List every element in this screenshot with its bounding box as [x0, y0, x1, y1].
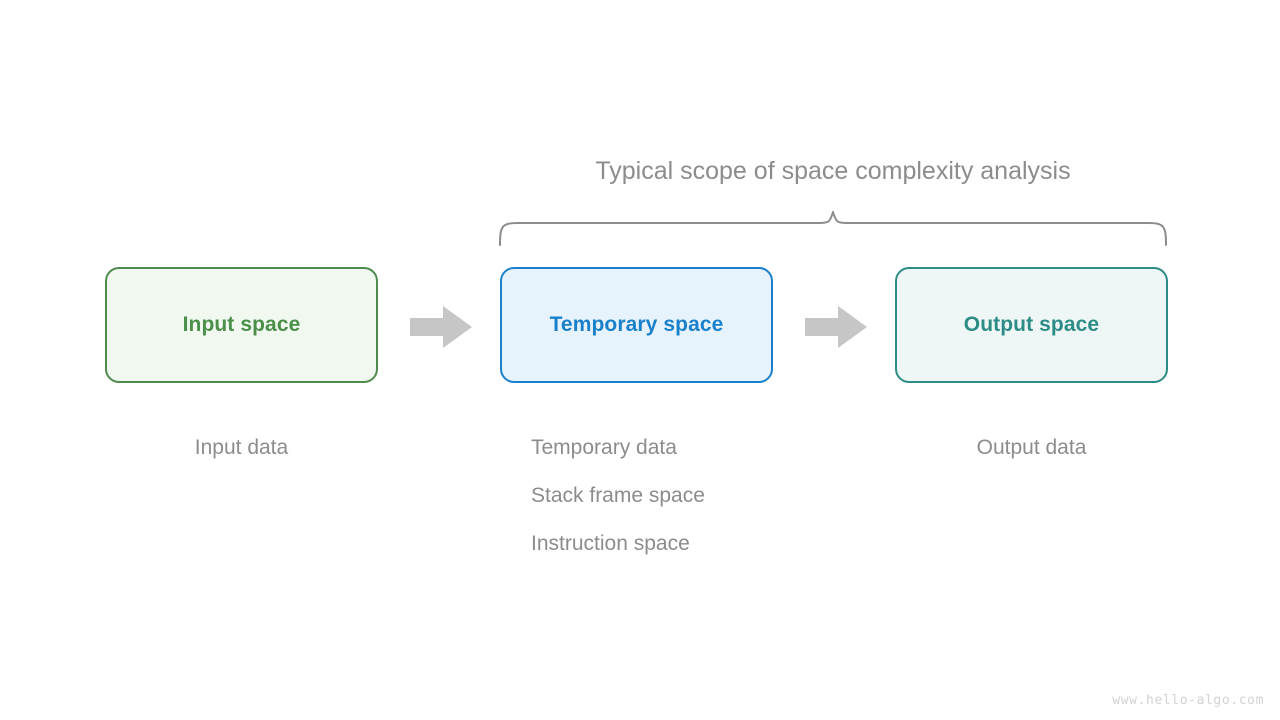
- arrow-right-icon: [805, 303, 867, 351]
- input-space-label: Input space: [182, 313, 301, 336]
- input-space-box: Input space: [105, 267, 378, 383]
- list-item: Instruction space: [531, 532, 690, 555]
- list-item: Temporary data: [531, 436, 677, 459]
- output-data-caption: Output data: [976, 436, 1087, 459]
- watermark: www.hello-algo.com: [1112, 693, 1264, 708]
- input-data-caption: Input data: [194, 436, 289, 459]
- temporary-space-box: Temporary space: [500, 267, 773, 383]
- scope-title: Typical scope of space complexity analys…: [595, 157, 1071, 185]
- arrow-right-icon: [410, 303, 472, 351]
- output-space-label: Output space: [963, 313, 1100, 336]
- list-item: Stack frame space: [531, 484, 705, 507]
- temporary-data-caption-list: Temporary data Stack frame space Instruc…: [531, 424, 705, 568]
- scope-brace: [492, 200, 1176, 250]
- output-space-box: Output space: [895, 267, 1168, 383]
- temporary-space-label: Temporary space: [549, 313, 724, 336]
